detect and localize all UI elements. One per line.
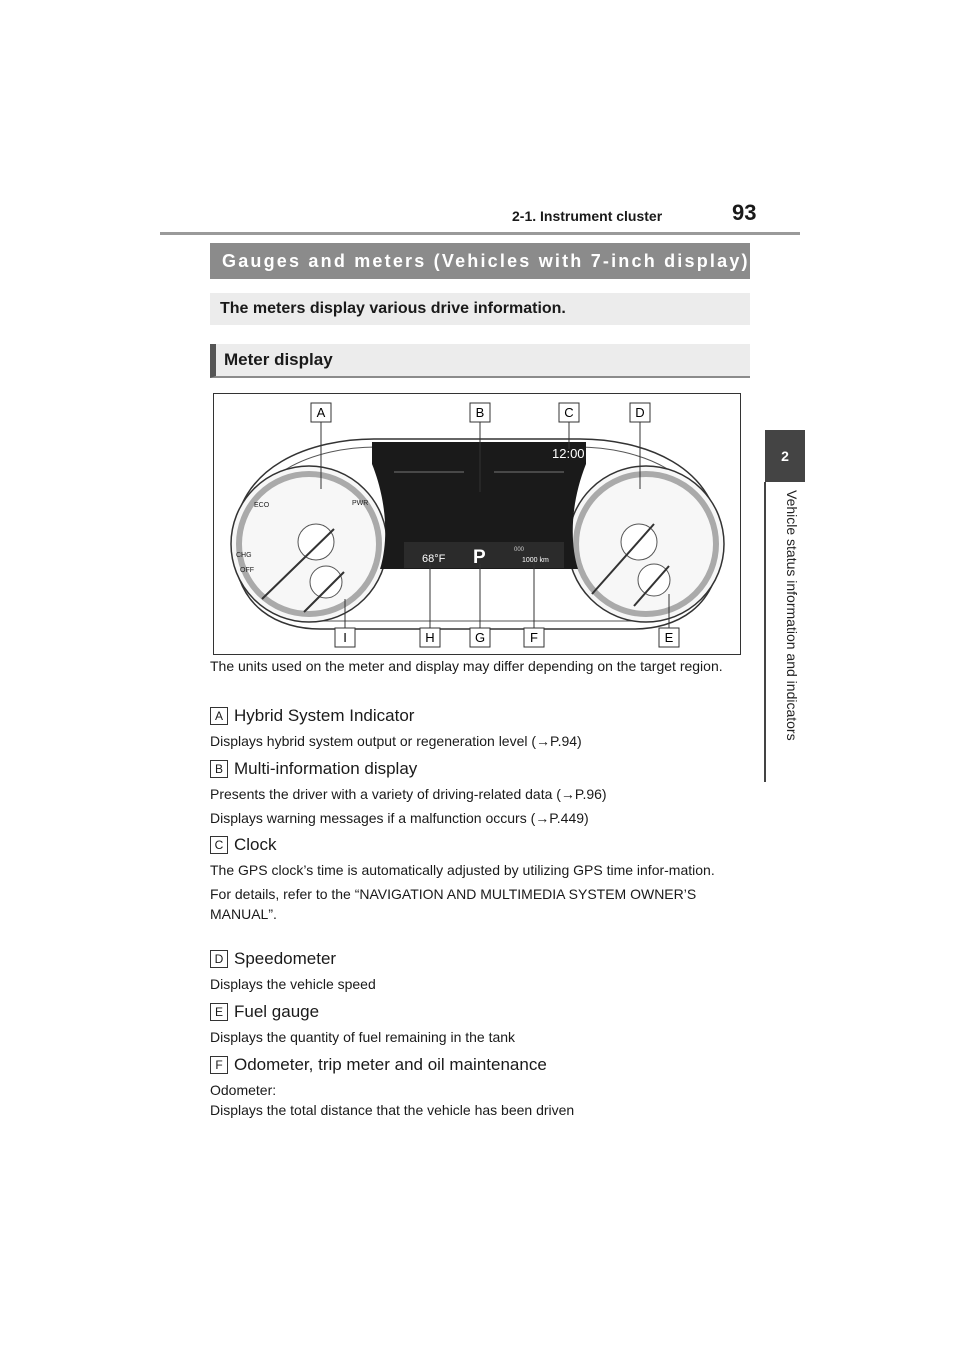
meter-illustration: ECO PWR CHG OFF 12:00 68°F P 000 1000 km…	[213, 393, 741, 655]
multi-info-display	[372, 442, 586, 569]
odometer-readout: 1000 km	[522, 557, 549, 564]
callout-i: I	[343, 630, 347, 645]
item-title: Clock	[234, 835, 277, 854]
shift-indicator: P	[473, 547, 486, 568]
page-number: 93	[732, 200, 757, 225]
item-fuel-gauge: E Fuel gauge Displays the quantity of fue…	[210, 1001, 755, 1051]
item-line: Displays the total distance that the veh…	[210, 1102, 575, 1118]
item-title: Fuel gauge	[234, 1002, 320, 1021]
header-rule	[160, 232, 800, 235]
pwr-label: PWR	[352, 500, 368, 507]
item-line: For details, refer to the “NAVIGATION AN…	[210, 886, 697, 922]
item-title: Odometer, trip meter and oil maintenance	[234, 1055, 547, 1074]
item-clock: C Clock The GPS clock’s time is automatic…	[210, 834, 755, 928]
item-multi-info: B Multi-information display Presents the …	[210, 758, 755, 832]
eco-label: ECO	[254, 502, 270, 509]
item-speedometer: D Speedometer Displays the vehicle speed	[210, 948, 755, 998]
callout-e: E	[665, 630, 674, 645]
letter-badge: E	[210, 1003, 228, 1021]
letter-badge: B	[210, 760, 228, 778]
item-title: Multi-information display	[234, 759, 418, 778]
odometer-top: 000	[514, 547, 525, 553]
units-note: The units used on the meter and display …	[210, 658, 723, 674]
item-odometer: F Odometer, trip meter and oil maintenanc…	[210, 1054, 755, 1124]
temperature-readout: 68°F	[422, 553, 446, 565]
letter-badge: C	[210, 836, 228, 854]
item-title: Hybrid System Indicator	[234, 706, 415, 725]
chg-label: CHG	[236, 552, 252, 559]
cluster-drawing: ECO PWR CHG OFF 12:00 68°F P 000 1000 km…	[230, 402, 725, 648]
callout-d: D	[635, 405, 644, 420]
item-line: Displays hybrid system output or regener…	[210, 733, 582, 749]
letter-badge: A	[210, 707, 228, 725]
item-line: Odometer:	[210, 1082, 277, 1098]
chapter-tab-title[interactable]: Vehicle status information and indicator…	[784, 490, 800, 741]
chapter-tab-number[interactable]: 2	[765, 430, 805, 482]
item-title: Speedometer	[234, 949, 337, 968]
item-line: Displays the quantity of fuel remaining …	[210, 1029, 516, 1045]
item-hybrid-indicator: A Hybrid System Indicator Displays hybrid…	[210, 705, 755, 755]
subheading: Meter display	[210, 344, 750, 378]
intro-box: The meters display various drive informa…	[210, 293, 750, 325]
item-line: The GPS clock’s time is automatically ad…	[210, 862, 715, 878]
callout-g: G	[475, 630, 485, 645]
item-line: Displays warning messages if a malfuncti…	[210, 810, 589, 826]
clock-readout: 12:00	[552, 446, 585, 461]
item-line: Displays the vehicle speed	[210, 976, 376, 992]
callout-c: C	[564, 405, 573, 420]
callout-b: B	[476, 405, 485, 420]
letter-badge: F	[210, 1056, 228, 1074]
letter-badge: D	[210, 950, 228, 968]
item-line: Presents the driver with a variety of dr…	[210, 786, 607, 802]
callout-h: H	[425, 630, 434, 645]
callout-a: A	[317, 405, 326, 420]
chapter-tab-line	[764, 482, 766, 782]
callout-f: F	[530, 630, 538, 645]
off-label: OFF	[240, 567, 254, 574]
section-banner: Gauges and meters (Vehicles with 7-inch …	[210, 243, 750, 279]
section-title: 2-1. Instrument cluster	[512, 208, 663, 224]
